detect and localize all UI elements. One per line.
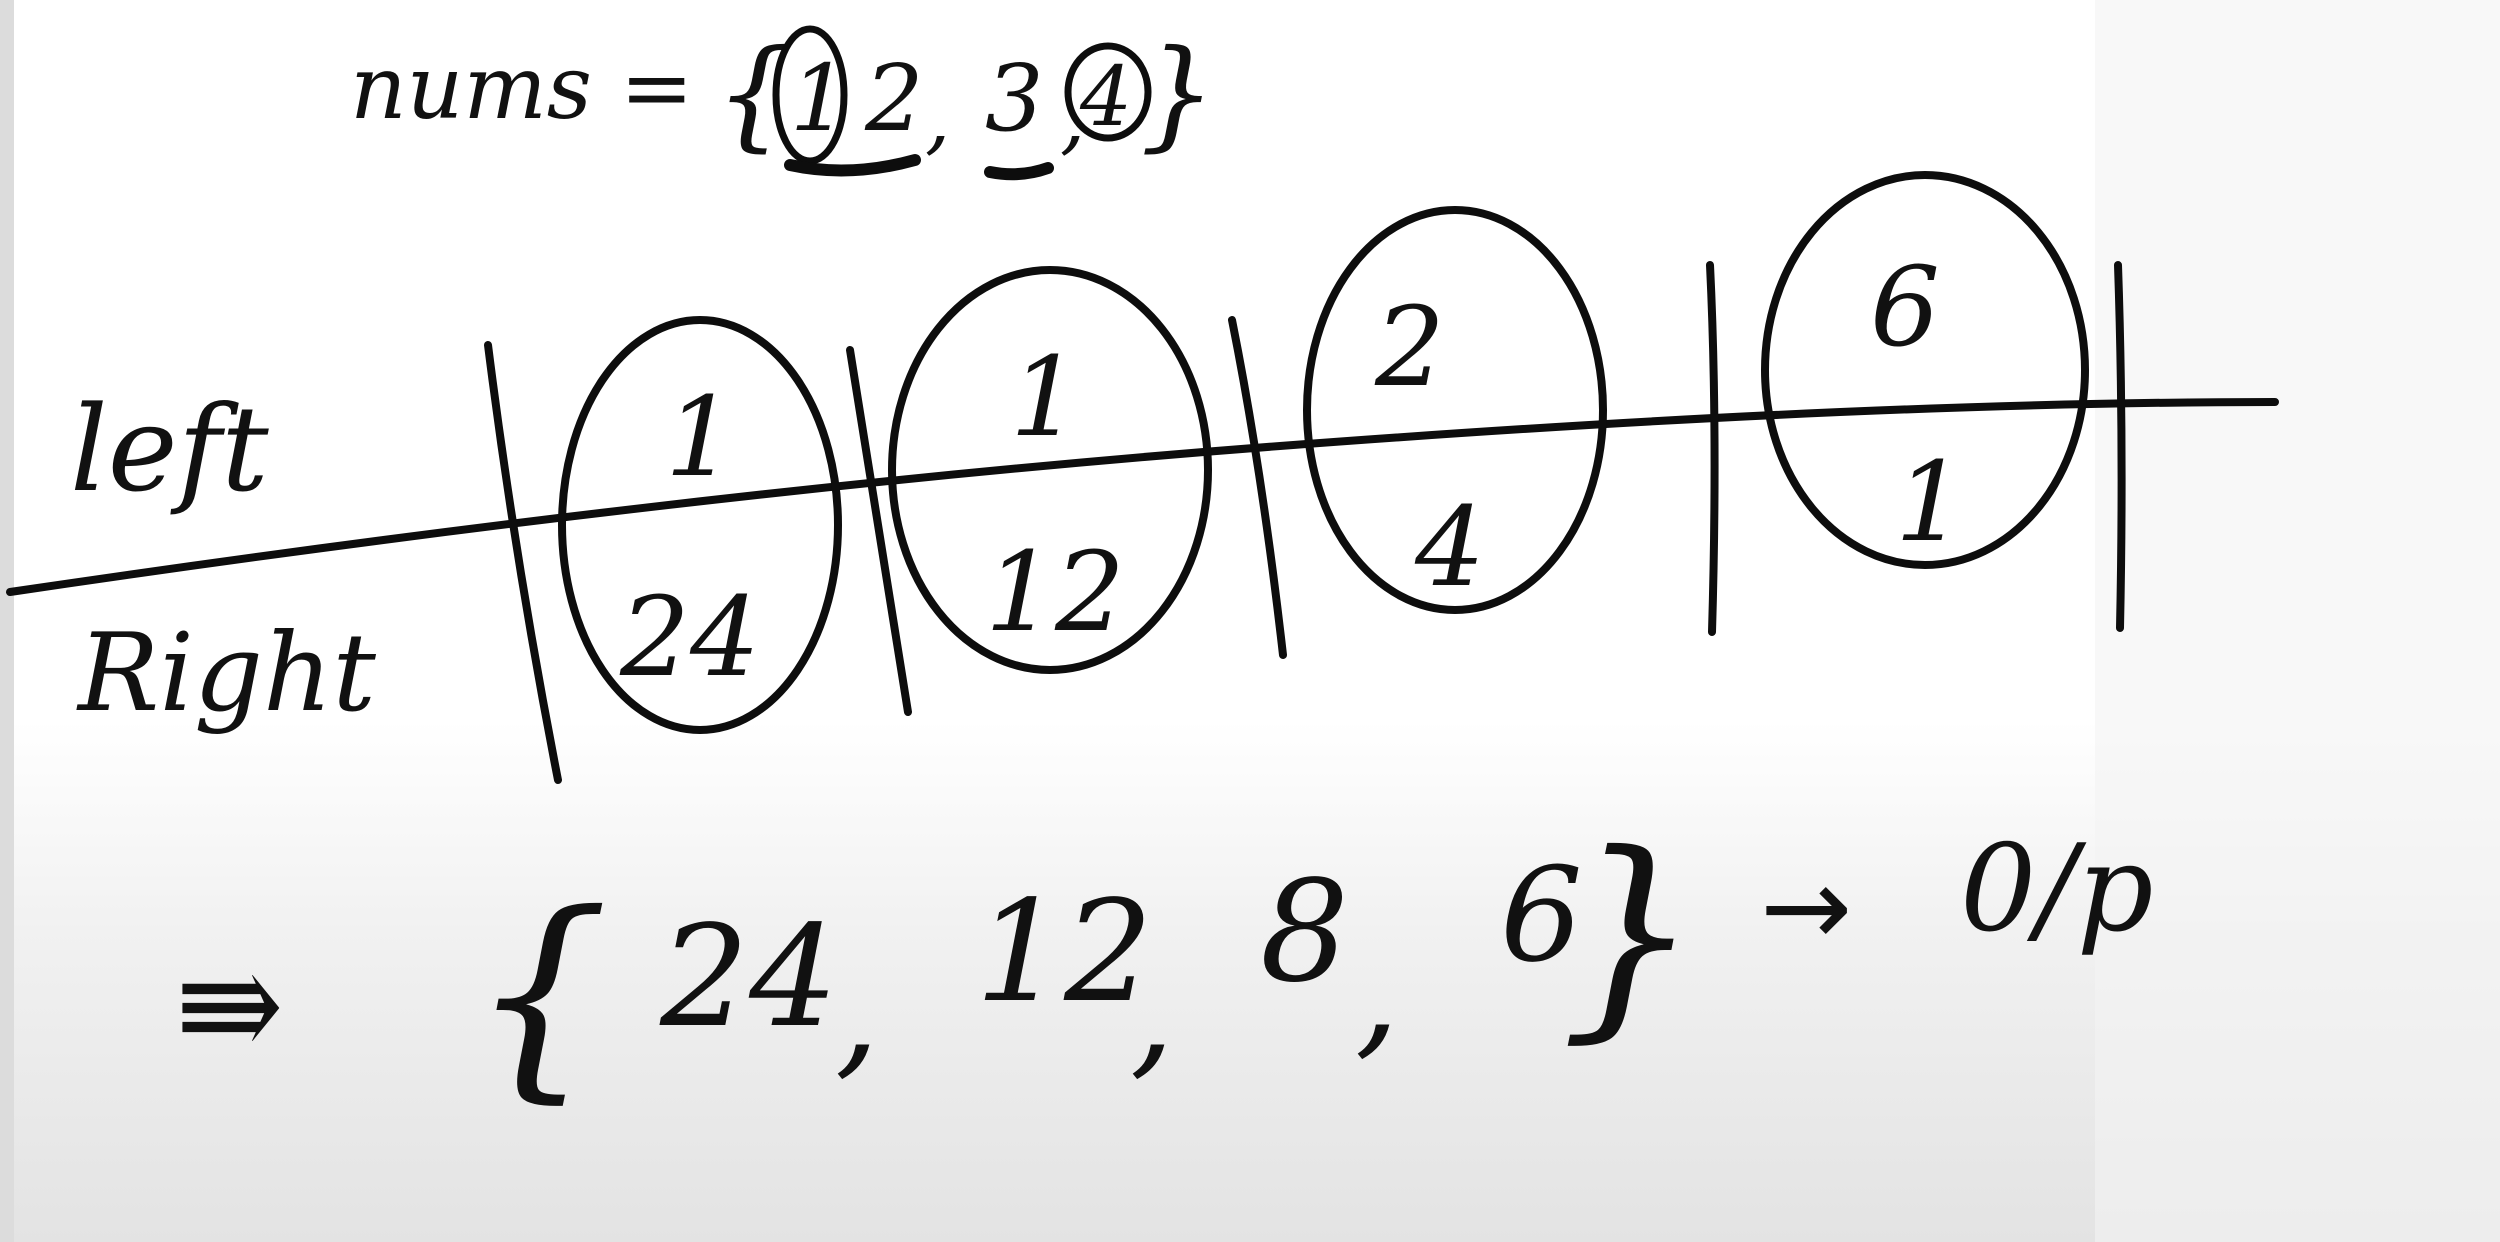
nums-expression: nums = { 1 2 , 3 , 4 } [350,25,1216,181]
output-label: 0/p [1960,820,2154,959]
column-2-right-value: 12 [985,528,1125,656]
result-value-3: 8 [1260,851,1349,1014]
column-1-right-value: 24 [619,573,760,701]
column-2-circle [888,266,1212,674]
result-value-2: 12 [975,871,1153,1034]
nums-item-2: 2 [864,45,924,152]
column-1-circle [558,316,842,734]
result-expression: ⇛ { 24 , 12 , 8 , 6 } → 0/p [175,806,2154,1122]
nums-label: nums = [350,36,694,139]
nums-open-brace: { [715,25,791,164]
row-label-left: left [70,380,269,518]
nums-item-1-circle [772,25,848,165]
column-4-right-value: 1 [1895,438,1965,566]
left-edge-shadow [0,0,14,1242]
column-4-circle [1761,171,2089,569]
column-3: 2 4 [1303,206,1607,614]
column-separator-2 [846,346,912,716]
column-4: 6 1 [1761,171,2089,569]
result-arrow-icon: → [1760,843,1852,971]
row-label-right: Right [76,611,377,736]
column-1-left-value: 1 [665,373,735,501]
nums-underline-1 [784,154,921,177]
result-close-brace: } [1560,806,1700,1062]
result-separator-1: , [835,931,880,1094]
result-separator-3: , [1355,911,1400,1074]
column-separator-1 [484,341,562,784]
result-value-1: 24 [659,896,838,1059]
column-3-circle [1303,206,1607,614]
right-panel-tint [2095,0,2500,1242]
column-3-left-value: 2 [1374,283,1445,411]
nums-separator-1: , [925,71,950,164]
nums-item-3: 3 [985,45,1044,152]
column-separator-5 [2114,261,2126,632]
nums-item-4-circle [1064,42,1152,142]
column-separator-4 [1706,261,1719,636]
result-separator-2: , [1130,931,1175,1094]
column-1: 1 24 [558,316,842,734]
implies-symbol: ⇛ [175,929,284,1081]
nums-close-brace: } [1140,25,1216,164]
result-value-4: 6 [1500,839,1583,991]
column-separator-3 [1228,316,1287,659]
nums-underline-2 [984,162,1054,181]
column-2: 1 12 [888,266,1212,674]
column-2-left-value: 1 [1010,333,1080,461]
column-3-right-value: 4 [1414,483,1485,611]
result-open-brace: { [470,866,610,1122]
column-4-left-value: 6 [1870,243,1940,371]
left-right-divider-line [6,398,2279,596]
